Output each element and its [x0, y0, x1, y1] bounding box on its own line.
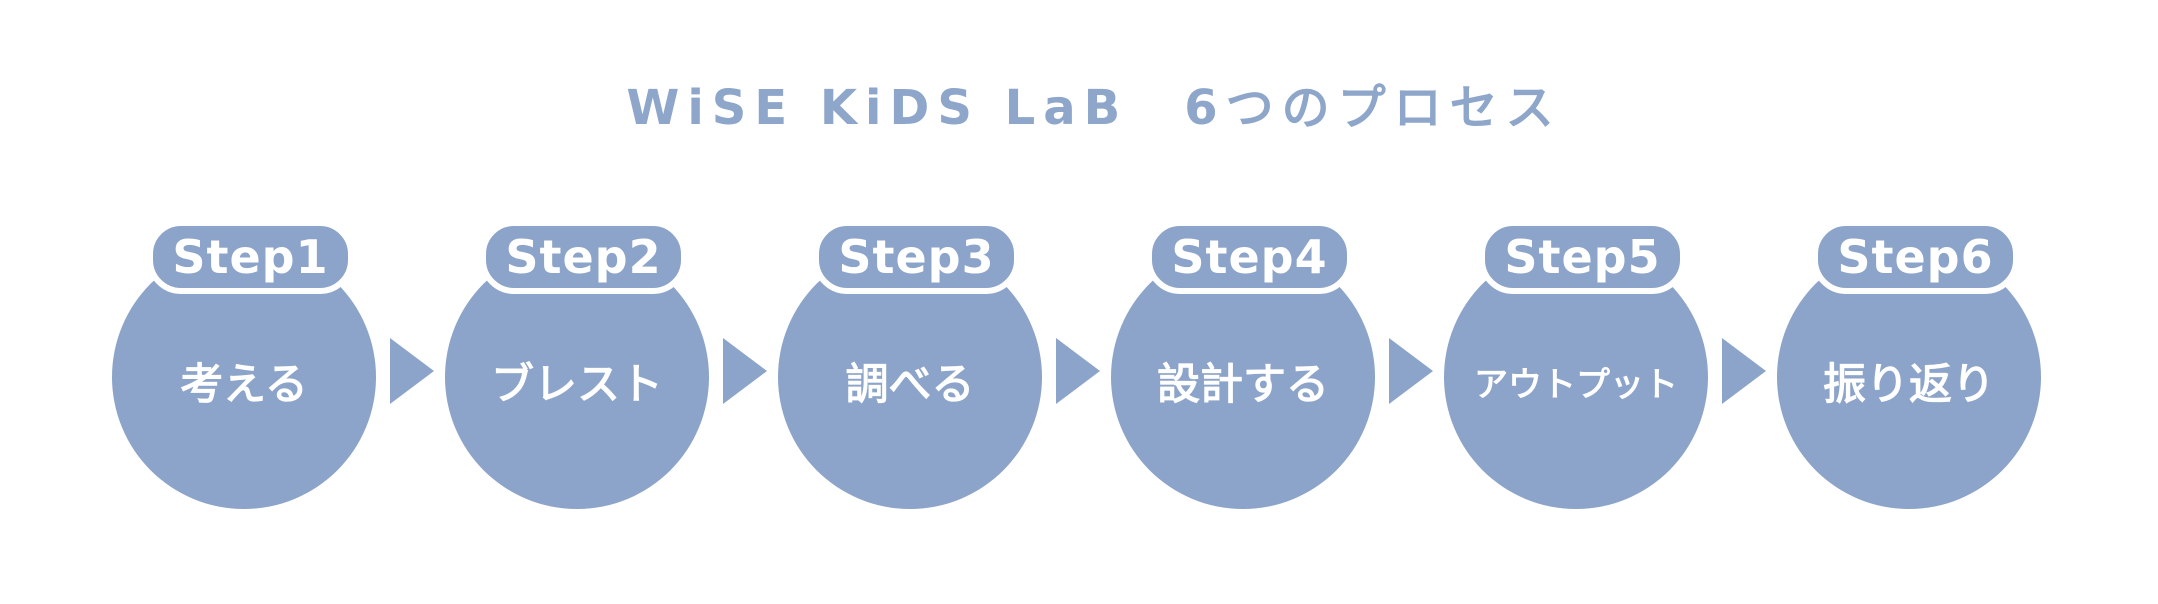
- step-tag: Step6: [1812, 220, 2019, 294]
- step-label: アウトプット: [1474, 364, 1678, 405]
- arrow-right-icon: [1056, 338, 1100, 404]
- diagram-title: WiSE KiDS LaB 6つのプロセス: [626, 80, 1562, 136]
- arrow-right-icon: [1389, 338, 1433, 404]
- step-1: 考える Step1: [112, 215, 382, 509]
- step-label: ブレスト: [491, 360, 663, 410]
- arrow-right-icon: [723, 338, 767, 404]
- step-tag: Step5: [1479, 220, 1686, 294]
- step-3: 調べる Step3: [778, 215, 1048, 509]
- step-label: 考える: [180, 360, 308, 410]
- step-4: 設計する Step4: [1111, 215, 1381, 509]
- arrow-right-icon: [390, 338, 434, 404]
- step-2: ブレスト Step2: [445, 215, 715, 509]
- step-label: 調べる: [845, 360, 975, 410]
- arrow-right-icon: [1722, 338, 1766, 404]
- step-tag: Step3: [813, 220, 1020, 294]
- step-label: 振り返り: [1823, 360, 1995, 410]
- step-6: 振り返り Step6: [1777, 215, 2047, 509]
- step-tag: Step4: [1146, 220, 1353, 294]
- step-tag: Step1: [147, 220, 354, 294]
- step-tag: Step2: [480, 220, 687, 294]
- step-label: 設計する: [1157, 360, 1329, 410]
- step-5: アウトプット Step5: [1444, 215, 1714, 509]
